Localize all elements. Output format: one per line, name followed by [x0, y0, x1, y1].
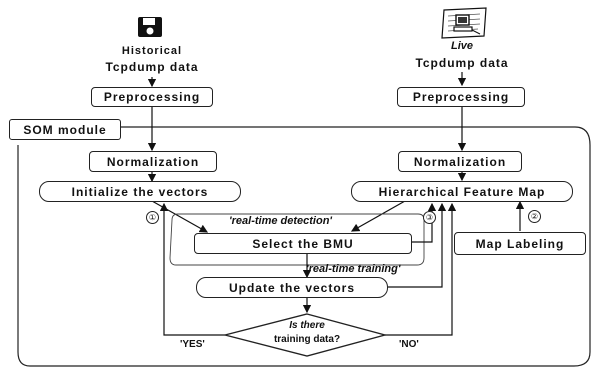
select-bmu-box: Select the BMU — [194, 233, 412, 254]
no-label: 'NO' — [399, 339, 419, 350]
update-vectors-box: Update the vectors — [196, 277, 388, 298]
arrow-hfm-to-select-bmu — [350, 200, 406, 232]
network-computer-icon — [441, 7, 487, 39]
decision-diamond — [224, 313, 388, 357]
live-tcpdump-label: Tcpdump data — [415, 56, 509, 70]
decision-text-line2: training data? — [273, 334, 341, 345]
decision-text-line1: Is there — [289, 320, 325, 331]
historical-label: Historical — [121, 45, 183, 57]
normalization-left-box: Normalization — [89, 151, 217, 172]
marker-two: ② — [528, 210, 541, 223]
historical-tcpdump-label: Tcpdump data — [105, 60, 199, 74]
initialize-vectors-box: Initialize the vectors — [39, 181, 241, 202]
preprocessing-right-box: Preprocessing — [397, 87, 525, 107]
arrow-update-to-hfm — [388, 202, 447, 288]
preprocessing-left-box: Preprocessing — [91, 87, 213, 107]
real-time-detection-label: 'real-time detection' — [229, 215, 333, 227]
arrow-yes-loop — [159, 202, 225, 336]
som-module-label: SOM module — [9, 119, 121, 140]
arrow-no-loop — [385, 202, 457, 336]
live-label: Live — [450, 40, 473, 52]
marker-three: ③ — [423, 211, 436, 224]
map-labeling-box: Map Labeling — [454, 232, 586, 255]
som-module-container — [17, 126, 591, 367]
arrow-initialize-to-select-bmu — [151, 200, 209, 233]
floppy-disk-icon — [138, 17, 162, 37]
hierarchical-feature-map-box: Hierarchical Feature Map — [351, 181, 573, 202]
real-time-training-label: 'real-time training' — [306, 263, 401, 275]
normalization-right-box: Normalization — [398, 151, 522, 172]
detection-loop-region — [169, 213, 425, 266]
yes-label: 'YES' — [180, 339, 205, 350]
marker-one: ① — [146, 211, 159, 224]
